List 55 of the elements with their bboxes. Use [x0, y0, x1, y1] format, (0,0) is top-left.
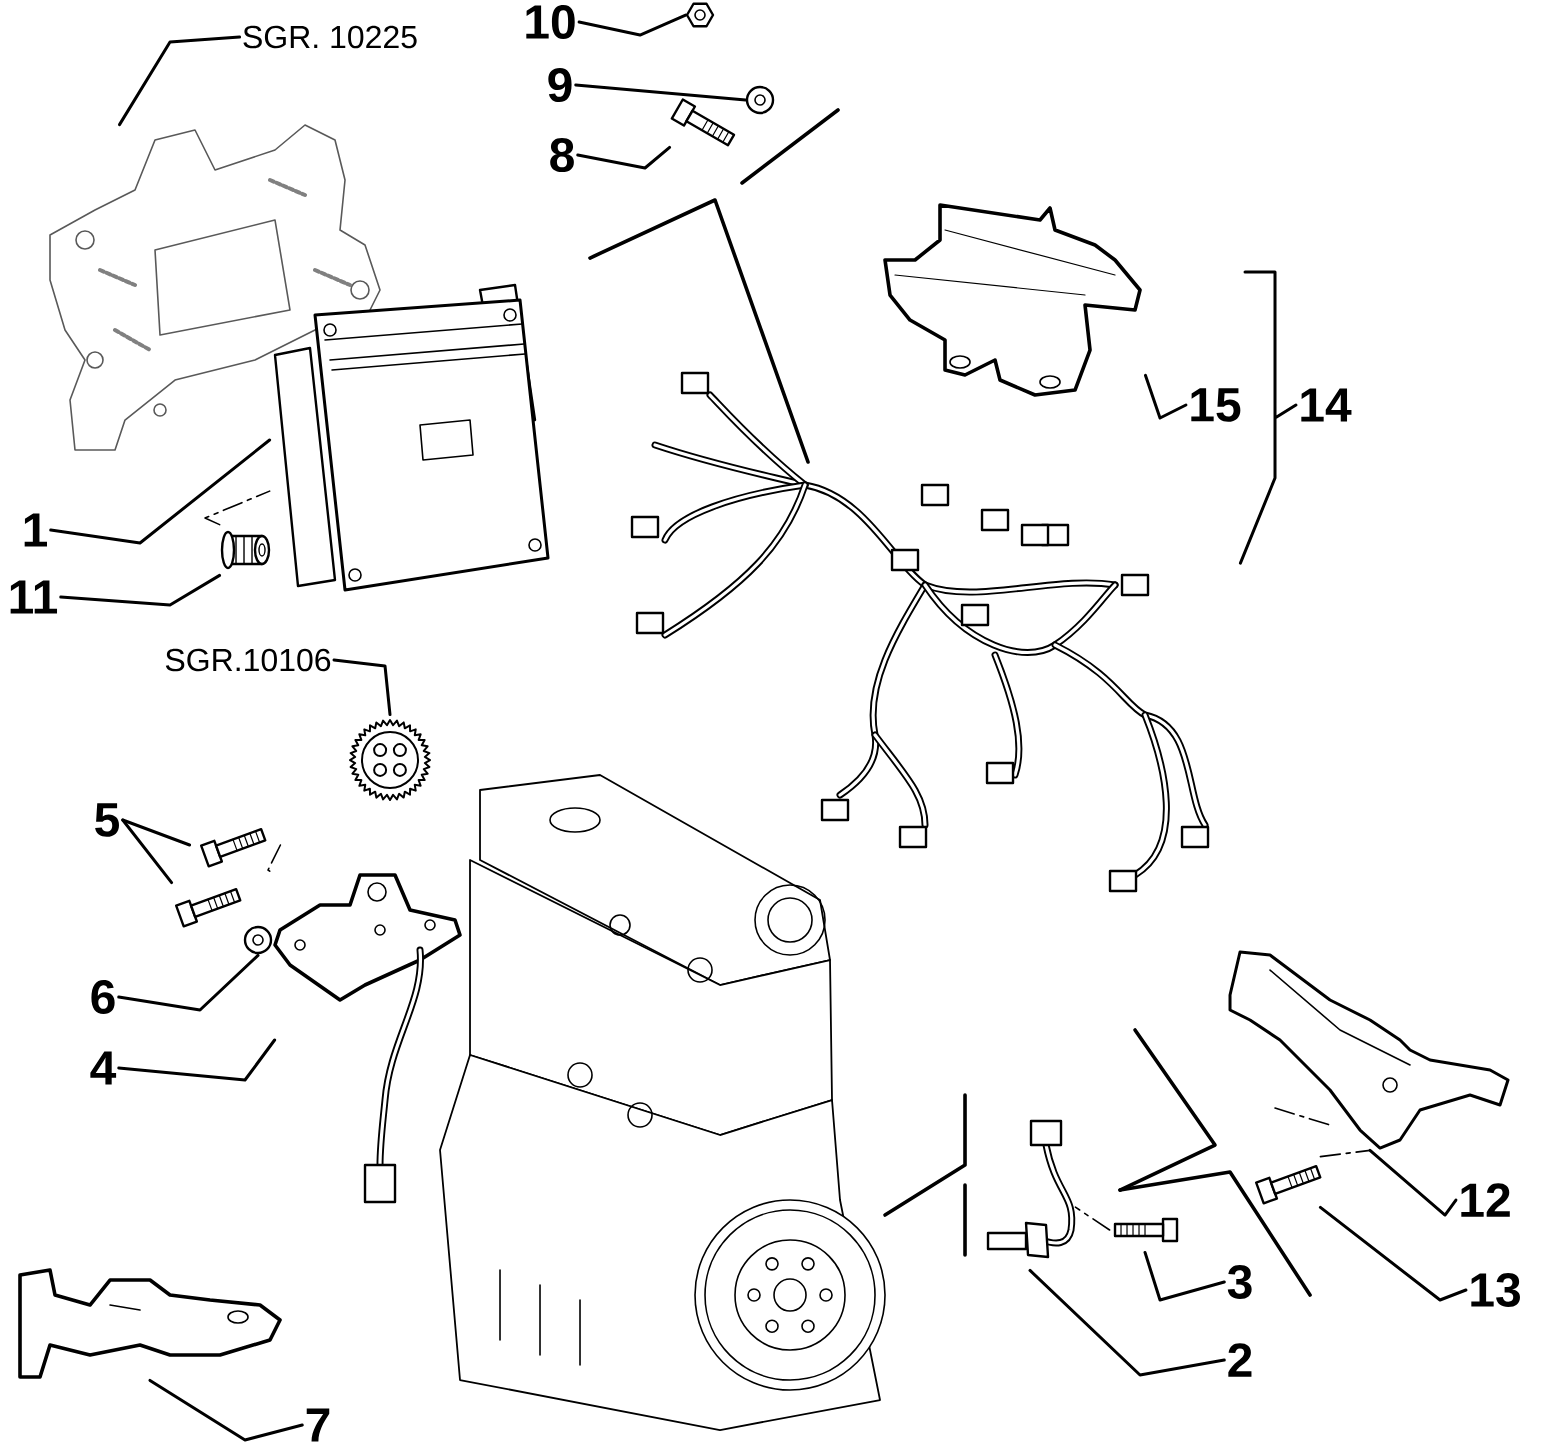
assembly-line	[1074, 1206, 1111, 1231]
callout-number: 5	[95, 803, 119, 837]
cover-drawing	[883, 203, 1142, 397]
leader-line	[121, 818, 192, 847]
callout-number: 7	[306, 1408, 330, 1442]
callout-number: 2	[1228, 1343, 1252, 1377]
leader-line	[148, 1378, 304, 1442]
plug-drawing	[220, 530, 271, 570]
callout-number: 11	[10, 580, 58, 614]
callout-number: 15	[1191, 388, 1241, 422]
leader-line	[118, 35, 242, 127]
cover-drawing	[1228, 950, 1510, 1150]
leader-line	[1143, 373, 1188, 420]
assembly-line	[1319, 1149, 1371, 1158]
callout-number: 14	[1301, 388, 1352, 422]
leader-line	[576, 145, 672, 170]
leader-line	[577, 13, 688, 37]
leader-line	[1143, 1250, 1226, 1302]
callout-number: 10	[526, 5, 575, 39]
leader-line	[332, 658, 392, 717]
reference-label: SGR.10106	[165, 648, 331, 672]
callout-number: 12	[1461, 1183, 1510, 1217]
washer-drawing	[745, 85, 775, 115]
leader-line	[117, 1038, 277, 1082]
leader-line	[1318, 1205, 1468, 1302]
gear-drawing	[349, 719, 431, 801]
callout-number: 1	[24, 513, 47, 547]
leader-line	[1028, 1268, 1226, 1377]
leader-line	[574, 83, 748, 102]
bolt-drawing	[1255, 1164, 1322, 1205]
callout-number: 9	[548, 68, 572, 102]
callout-number: 6	[91, 980, 115, 1014]
washer-drawing	[243, 925, 273, 955]
bracket-drawing	[49, 124, 381, 451]
sensor-drawing	[273, 873, 462, 1204]
bolt-drawing	[200, 827, 267, 868]
nut-drawing	[685, 2, 715, 28]
leader-line	[121, 818, 174, 885]
leader-line	[59, 573, 222, 607]
cover-drawing	[18, 1268, 282, 1379]
leader-line	[1238, 270, 1298, 565]
callout-number: 3	[1227, 1265, 1252, 1300]
bolt-drawing	[174, 887, 242, 928]
leader-line	[49, 438, 272, 545]
bolt-drawing	[1113, 1217, 1179, 1243]
callout-number: 4	[90, 1051, 117, 1085]
leader-line	[1368, 1148, 1458, 1217]
bolt-drawing	[670, 98, 736, 147]
callout-number: 8	[550, 138, 574, 172]
control-unit-drawing	[273, 283, 550, 592]
sensor-drawing	[986, 1119, 1076, 1259]
callout-number: 13	[1471, 1273, 1520, 1308]
leader-line	[117, 953, 260, 1012]
reference-label: SGR. 10225	[243, 25, 417, 49]
assembly-line	[204, 490, 271, 526]
